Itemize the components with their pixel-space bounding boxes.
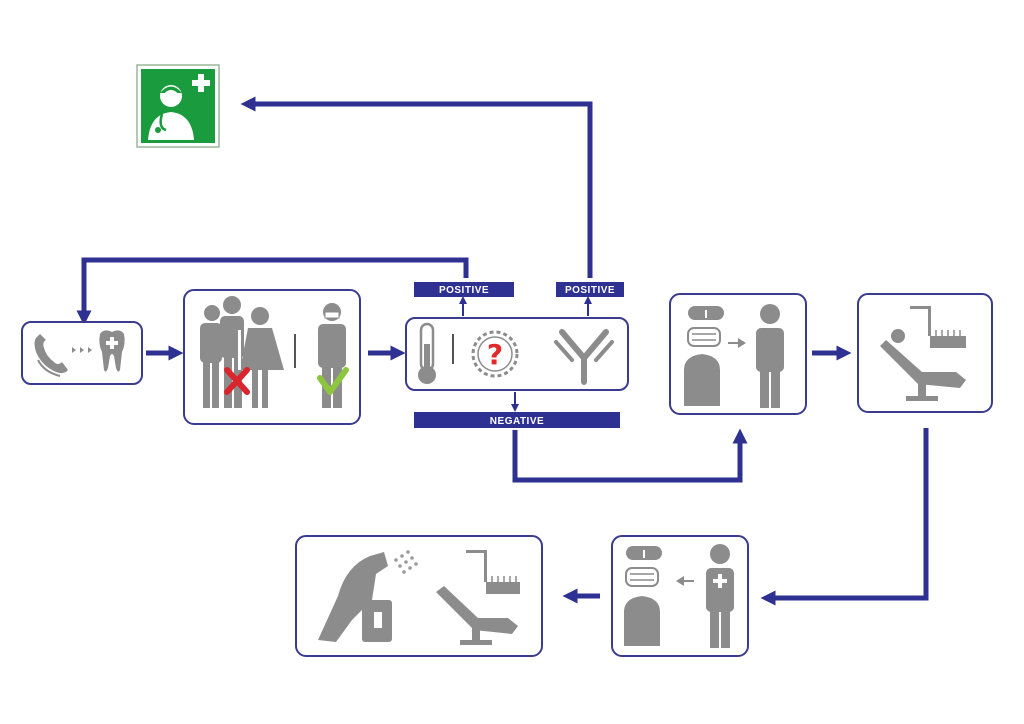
mask-icon <box>625 567 659 587</box>
treatment-box <box>857 293 993 413</box>
divider <box>452 334 454 364</box>
positive-left-label: POSITIVE <box>439 285 489 296</box>
antibody-icon <box>554 329 614 385</box>
emergency-doctor-icon <box>136 64 220 148</box>
patient-body-icon <box>684 354 720 406</box>
screening-box <box>183 289 361 425</box>
ppe-removal-box <box>611 535 749 657</box>
testing-box: ? <box>405 317 629 391</box>
goggles-icon <box>626 546 662 560</box>
goggles-icon <box>688 306 724 320</box>
reject-x-icon <box>224 367 250 395</box>
flow-arrows <box>76 96 929 606</box>
dental-chair-icon <box>880 306 966 401</box>
small-arrow-icon <box>728 338 746 348</box>
triage-call-box <box>21 321 143 385</box>
disinfection-box <box>295 535 543 657</box>
label-negative: NEGATIVE <box>414 412 620 428</box>
mask-icon <box>687 327 721 347</box>
tooth-icon <box>99 330 125 372</box>
virus-question-icon: ? <box>471 330 519 378</box>
negative-label: NEGATIVE <box>490 416 544 427</box>
arrow-negative-to-ppe <box>512 428 748 483</box>
accept-check-icon <box>317 367 349 395</box>
spray-bottle-hand-icon <box>318 550 418 642</box>
svg-text:?: ? <box>487 338 503 371</box>
small-arrow-left-icon <box>676 576 694 586</box>
thermometer-icon <box>418 322 436 384</box>
label-positive-left: POSITIVE <box>414 282 514 297</box>
arrow-positive-to-emergency <box>240 96 593 278</box>
dental-chair-icon <box>436 550 520 645</box>
arrow-treatment-to-ppe-removal <box>760 428 929 606</box>
patient-body-icon <box>624 596 660 646</box>
label-positive-right: POSITIVE <box>556 282 624 297</box>
medic-icon <box>706 544 734 648</box>
positive-right-label: POSITIVE <box>565 285 615 296</box>
person-icon <box>756 304 784 408</box>
dotted-arrow-icon <box>72 347 92 353</box>
arrow-positive-to-call <box>76 257 469 326</box>
divider <box>294 334 296 368</box>
phone-icon <box>34 334 68 377</box>
ppe-patient-box <box>669 293 807 415</box>
